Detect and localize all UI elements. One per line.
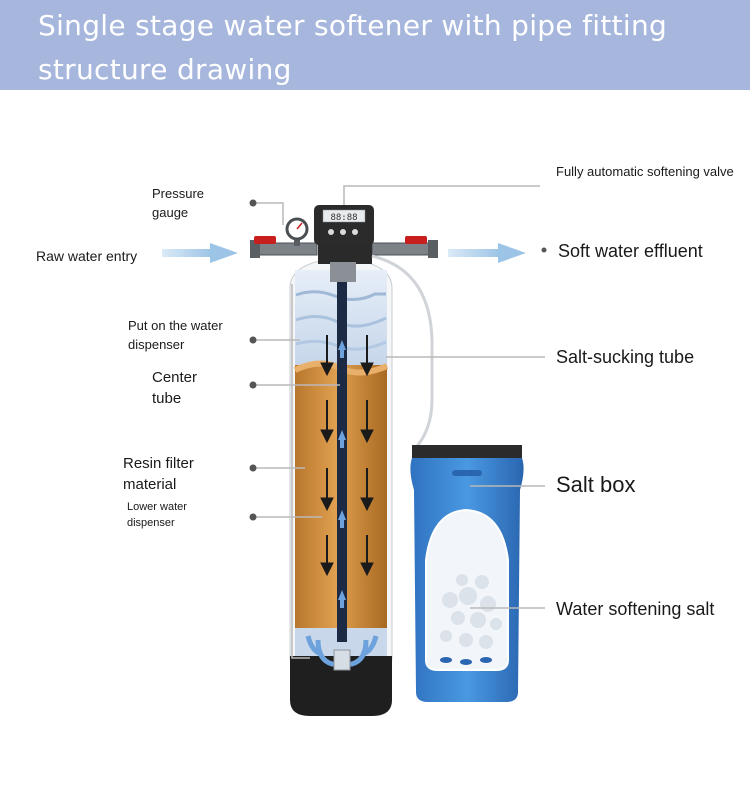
label-water-softening-salt: Water softening salt [556,599,715,619]
outlet-handle [405,236,427,244]
label-fully-automatic-valve: Fully automatic softening valve [556,164,734,179]
leader-lines [253,185,545,659]
salt-box-tank [410,445,524,702]
softening-valve: 88:88 [314,205,374,245]
upflow-arrows [338,340,346,608]
label-raw-water-entry: Raw water entry [36,248,138,264]
label-salt-sucking-tube: Salt-sucking tube [556,347,695,367]
valve-lcd [322,209,366,223]
leader-dots [249,199,547,521]
label-lower-water-dispenser: Lower water dispenser [127,501,187,529]
label-resin-filter-material: Resin filter material [123,455,194,493]
valve-display: 88:88 [330,213,357,223]
lower-distributor [305,635,379,671]
label-put-on-water-dispenser: Put on the water dispenser [128,318,223,352]
outlet-pipe [371,242,437,256]
downflow-arrows [320,335,374,577]
soft-water-arrow [448,243,526,263]
page-title: Single stage water softener with pipe fi… [38,9,668,86]
water-wave-1 [295,290,386,301]
pressure-gauge-icon [285,217,309,246]
inlet-handle [254,236,276,244]
inlet-pipe [251,242,318,256]
pipe-fitting [250,236,438,282]
label-soft-water-effluent: Soft water effluent [558,241,703,261]
center-tube [337,262,347,642]
label-pressure-gauge: Pressure gauge [152,186,205,220]
tank-base [290,656,392,716]
label-salt-box: Salt box [556,472,636,497]
title-banner: Single stage water softener with pipe fi… [0,0,750,90]
label-center-tube: Center tube [152,369,198,407]
raw-water-arrow [162,243,238,263]
salt-sucking-tube [371,254,434,470]
